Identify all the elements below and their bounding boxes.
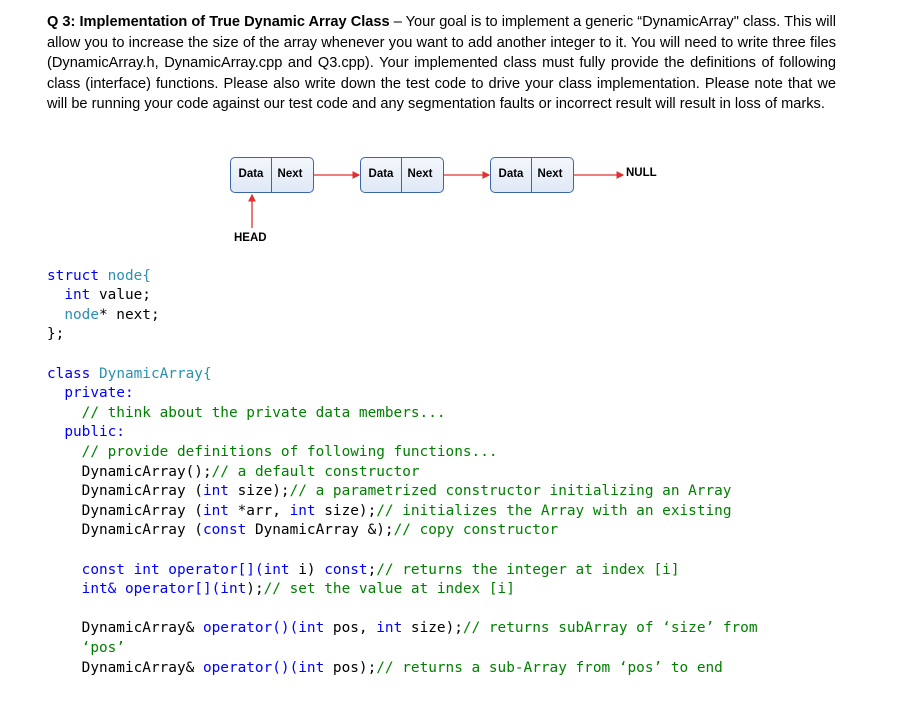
- code-token: ;: [367, 561, 377, 578]
- question-paragraph: Q 3: Implementation of True Dynamic Arra…: [47, 12, 836, 115]
- keyword-class: class: [47, 365, 91, 382]
- code-line: // think about the private data members.…: [47, 404, 757, 424]
- code-token: DynamicArray (: [47, 483, 203, 500]
- code-token: int: [289, 502, 316, 519]
- code-token: int: [263, 561, 290, 578]
- struct-node-code: struct node{ int value; node* next;};: [47, 247, 160, 365]
- code-token: int: [202, 502, 229, 519]
- comment-provide-definitions: // provide definitions of following func…: [47, 443, 498, 460]
- keyword-int: int: [47, 287, 91, 304]
- code-token: operator()(: [202, 620, 299, 637]
- node-divider: [271, 158, 272, 192]
- code-token: size);: [228, 483, 290, 500]
- list-node-3: Data Next: [490, 157, 574, 193]
- head-label: HEAD: [234, 232, 267, 244]
- code-line-blank: [47, 600, 757, 620]
- code-token: *arr,: [228, 502, 290, 519]
- code-token: operator[](: [116, 581, 221, 598]
- node-data-label: Data: [498, 168, 524, 180]
- comment-default-constructor: // a default constructor: [211, 463, 420, 480]
- keyword-private: private:: [47, 385, 134, 402]
- code-token: size);: [315, 502, 377, 519]
- code-line: DynamicArray& operator()(int pos);// ret…: [47, 659, 757, 679]
- keyword-public: public:: [47, 424, 125, 441]
- code-line: const int operator[](int i) const;// ret…: [47, 561, 757, 581]
- code-token: int: [298, 620, 325, 637]
- node-divider: [531, 158, 532, 192]
- code-token: const: [324, 561, 368, 578]
- node-next-label: Next: [277, 168, 303, 180]
- code-line: struct node{: [47, 267, 160, 287]
- code-line: private:: [47, 384, 757, 404]
- code-line: node* next;: [47, 306, 160, 326]
- keyword-struct: struct: [47, 267, 99, 284]
- code-token: int: [298, 659, 325, 676]
- comment-set-value: // set the value at index [i]: [263, 581, 515, 598]
- code-token: pos,: [324, 620, 377, 637]
- comment-pos-continuation: ‘pos’: [47, 639, 125, 656]
- code-token: int: [376, 620, 403, 637]
- comment-private-members: // think about the private data members.…: [47, 404, 446, 421]
- code-token: operator[](: [159, 561, 264, 578]
- node-data-label: Data: [238, 168, 264, 180]
- null-label: NULL: [626, 167, 657, 179]
- code-line: class DynamicArray{: [47, 365, 757, 385]
- comment-returns-integer: // returns the integer at index [i]: [376, 561, 680, 578]
- struct-name: node{: [98, 267, 151, 284]
- node-next-label: Next: [407, 168, 433, 180]
- code-token: operator()(: [202, 659, 299, 676]
- code-line: };: [47, 325, 160, 345]
- code-token: int: [202, 483, 229, 500]
- member-next: * next;: [98, 306, 160, 323]
- member-value: value;: [90, 287, 151, 304]
- code-token: DynamicArray&: [47, 659, 203, 676]
- list-node-2: Data Next: [360, 157, 444, 193]
- code-line: ‘pos’: [47, 639, 757, 659]
- type-node: node: [47, 306, 99, 323]
- comment-existing-array: // initializes the Array with an existin…: [376, 502, 732, 519]
- code-line: DynamicArray& operator()(int pos, int si…: [47, 619, 758, 639]
- code-token: const int: [47, 561, 160, 578]
- code-line: DynamicArray (int size);// a parametrize…: [47, 482, 757, 502]
- code-token: size);: [402, 620, 463, 637]
- question-heading: Q 3: Implementation of True Dynamic Arra…: [47, 14, 390, 30]
- default-constructor: DynamicArray();: [47, 463, 212, 480]
- comment-parametrized-constructor: // a parametrized constructor initializi…: [289, 483, 732, 500]
- code-line: // provide definitions of following func…: [47, 443, 757, 463]
- code-line: DynamicArray();// a default constructor: [47, 463, 757, 483]
- class-dynamicarray-code: class DynamicArray{ private: // think ab…: [47, 345, 757, 698]
- question-body: – Your goal is to implement a generic “D…: [47, 14, 836, 113]
- code-token: DynamicArray&: [47, 620, 203, 637]
- node-next-label: Next: [537, 168, 563, 180]
- code-token: const: [202, 522, 247, 539]
- comment-copy-constructor: // copy constructor: [393, 522, 559, 539]
- code-token: pos);: [324, 659, 377, 676]
- struct-close: };: [47, 326, 65, 343]
- code-token: );: [246, 581, 264, 598]
- code-token: DynamicArray &);: [246, 522, 394, 539]
- node-data-label: Data: [368, 168, 394, 180]
- code-token: int: [220, 581, 247, 598]
- class-name: DynamicArray{: [90, 365, 212, 382]
- code-token: DynamicArray (: [47, 522, 203, 539]
- comment-subarray-to-end: // returns a sub-Array from ‘pos’ to end: [376, 659, 723, 676]
- code-token: int&: [47, 581, 117, 598]
- comment-returns-subarray: // returns subArray of ‘size’ from: [462, 620, 758, 637]
- code-line: int& operator[](int);// set the value at…: [47, 580, 757, 600]
- code-token: DynamicArray (: [47, 502, 203, 519]
- code-line: DynamicArray (int *arr, int size);// ini…: [47, 502, 757, 522]
- code-line: public:: [47, 423, 757, 443]
- code-token: i): [289, 561, 325, 578]
- code-line: int value;: [47, 286, 160, 306]
- code-line: DynamicArray (const DynamicArray &);// c…: [47, 521, 757, 541]
- code-line-blank: [47, 541, 757, 561]
- node-divider: [401, 158, 402, 192]
- list-node-1: Data Next: [230, 157, 314, 193]
